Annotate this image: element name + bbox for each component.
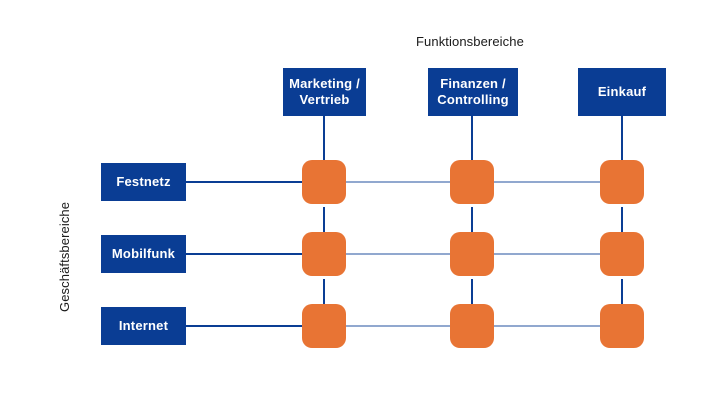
connector-horizontal-mobilfunk-finanzen-to-einkauf: [494, 253, 600, 255]
connector-horizontal-mobilfunk-marketing-to-finanzen: [346, 253, 450, 255]
intersection-node-festnetz-marketing-vertrieb[interactable]: [302, 160, 346, 204]
connector-horizontal-festnetz-marketing-to-finanzen: [346, 181, 450, 183]
intersection-node-internet-finanzen-controlling[interactable]: [450, 304, 494, 348]
connector-horizontal-internet-marketing-to-finanzen: [346, 325, 450, 327]
column-header-einkauf-label: Einkauf: [597, 83, 647, 99]
column-header-line2: Vertrieb: [299, 92, 350, 107]
intersection-node-mobilfunk-marketing-vertrieb[interactable]: [302, 232, 346, 276]
intersection-node-internet-marketing-vertrieb[interactable]: [302, 304, 346, 348]
connector-vertical-einkauf-festnetz-to-mobilfunk: [621, 207, 623, 253]
connector-horizontal-mobilfunk-to-marketing: [186, 253, 302, 255]
connector-vertical-finanzen-mobilfunk-to-internet: [471, 279, 473, 325]
column-header-einkauf[interactable]: Einkauf: [578, 68, 666, 116]
rows-axis-caption: Geschäftsbereiche: [57, 201, 72, 312]
column-header-line2: Controlling: [437, 92, 509, 107]
connector-vertical-einkauf-to-festnetz: [621, 116, 623, 163]
column-header-line1: Finanzen /: [440, 75, 506, 91]
intersection-node-internet-einkauf[interactable]: [600, 304, 644, 348]
connector-vertical-marketing-to-festnetz: [323, 116, 325, 163]
row-header-festnetz[interactable]: Festnetz: [101, 163, 186, 201]
connector-vertical-marketing-festnetz-to-mobilfunk: [323, 207, 325, 253]
intersection-node-mobilfunk-einkauf[interactable]: [600, 232, 644, 276]
columns-axis-caption: Funktionsbereiche: [416, 34, 524, 49]
row-header-mobilfunk[interactable]: Mobilfunk: [101, 235, 186, 273]
column-header-finanzen-controlling[interactable]: Finanzen / Controlling: [428, 68, 518, 116]
intersection-node-festnetz-finanzen-controlling[interactable]: [450, 160, 494, 204]
intersection-node-mobilfunk-finanzen-controlling[interactable]: [450, 232, 494, 276]
connector-vertical-finanzen-festnetz-to-mobilfunk: [471, 207, 473, 253]
connector-vertical-einkauf-mobilfunk-to-internet: [621, 279, 623, 325]
connector-horizontal-festnetz-to-marketing: [186, 181, 302, 183]
connector-horizontal-internet-finanzen-to-einkauf: [494, 325, 600, 327]
row-header-mobilfunk-label: Mobilfunk: [111, 245, 176, 261]
connector-vertical-marketing-mobilfunk-to-internet: [323, 279, 325, 325]
column-header-finanzen-controlling-label: Finanzen / Controlling: [437, 76, 509, 109]
intersection-node-festnetz-einkauf[interactable]: [600, 160, 644, 204]
column-header-line1: Marketing /: [289, 75, 360, 91]
connector-horizontal-internet-to-marketing: [186, 325, 302, 327]
connector-vertical-finanzen-to-festnetz: [471, 116, 473, 163]
connector-horizontal-festnetz-finanzen-to-einkauf: [494, 181, 600, 183]
row-header-internet[interactable]: Internet: [101, 307, 186, 345]
row-header-internet-label: Internet: [118, 317, 169, 333]
row-header-festnetz-label: Festnetz: [116, 173, 171, 189]
column-header-marketing-vertrieb-label: Marketing / Vertrieb: [289, 76, 360, 109]
column-header-marketing-vertrieb[interactable]: Marketing / Vertrieb: [283, 68, 366, 116]
